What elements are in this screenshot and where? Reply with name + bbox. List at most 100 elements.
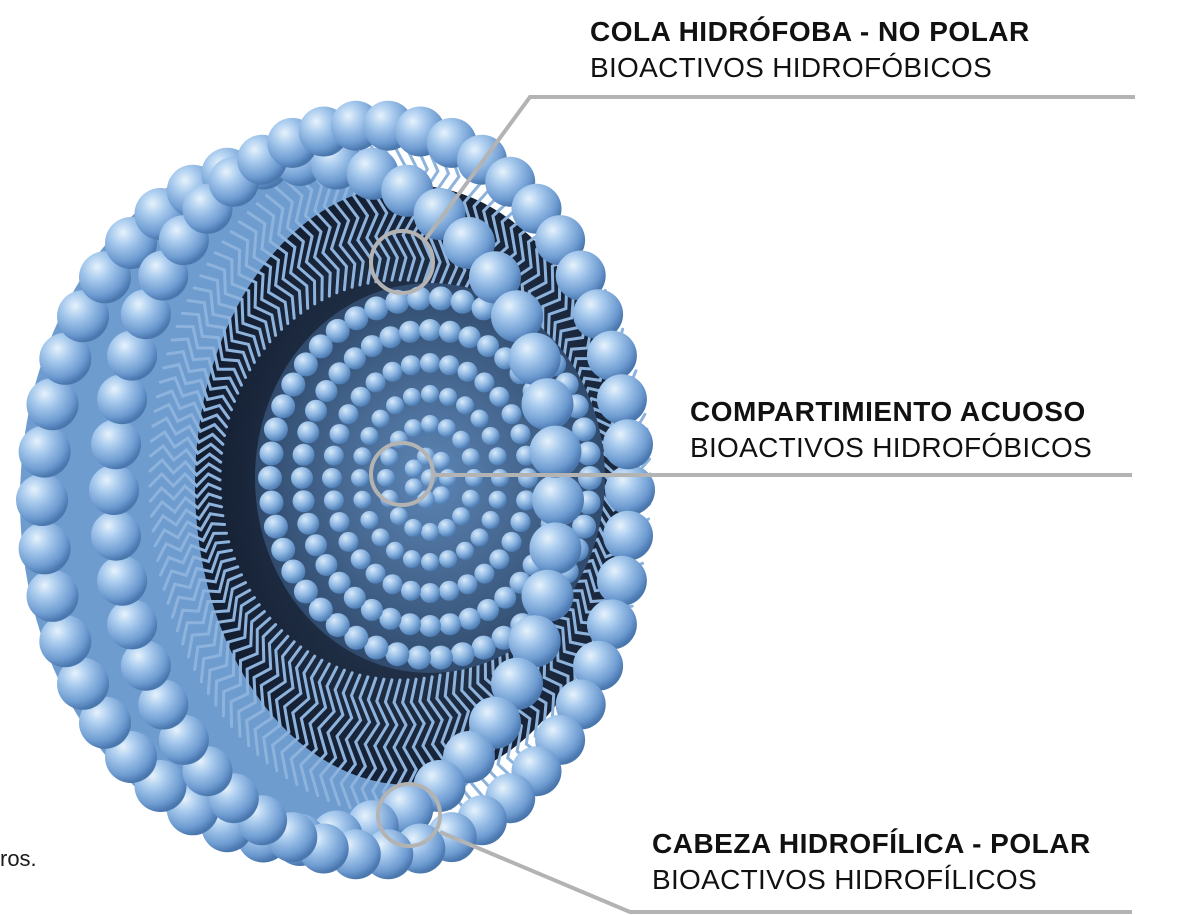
lipid-tail [166,548,233,605]
hydrophilic-heads-outer [16,100,655,880]
inner-head-sphere [470,528,489,547]
lipid-tail [192,286,256,364]
inner-head-sphere [437,419,456,438]
inner-head-sphere [572,417,597,442]
inner-head-sphere [281,372,306,397]
lipid-tail [229,230,284,331]
inner-head-sphere [439,613,461,636]
inner-head-sphere [360,511,379,529]
outer-head-sphere [120,289,171,340]
outer-head-sphere [586,330,637,381]
inner-head-sphere [439,320,461,343]
inner-head-sphere [439,355,460,376]
lipid-tail [150,492,223,518]
inner-head-sphere [421,553,439,571]
lipid-tail [149,443,223,467]
inner-head-sphere [379,326,402,349]
head-highlight-circle [376,782,442,848]
inner-head-sphere [292,490,315,513]
inner-head-sphere [258,466,282,490]
callout-title: COMPARTIMIENTO ACUOSO [690,396,1086,427]
lipid-tail [175,325,243,387]
lipid-tail [151,416,225,446]
lipid-tail [193,588,252,672]
lipid-tail [294,172,332,298]
inner-head-sphere [417,490,435,509]
outer-head-sphere [91,419,141,470]
inner-head-sphere [461,489,480,508]
lipid-tail [349,675,372,813]
outer-head-sphere [603,419,653,470]
lipid-tail [150,430,224,456]
inner-head-sphere [510,512,531,532]
lipid-tail [199,596,256,684]
inner-head-sphere [385,642,410,667]
inner-head-sphere [379,607,402,630]
inner-head-sphere [419,319,441,341]
cropped-text-fragment: ros. [0,846,37,871]
inner-head-sphere [371,409,390,428]
inner-head-sphere [364,296,389,321]
callout-title: COLA HIDRÓFOBA - NO POLAR [590,16,1030,47]
lipid-tail [289,658,324,786]
lipid-tail [171,557,236,619]
lipid-tail [159,531,228,577]
inner-head-sphere [399,320,421,343]
inner-head-sphere [377,469,395,487]
lipid-tail [280,654,317,780]
lipid-tail [166,350,236,403]
outer-head-sphere [491,290,543,343]
inner-head-sphere [489,549,510,570]
inner-head-sphere [315,554,338,576]
lipid-tail [246,211,296,320]
inner-head-sphere [353,447,372,466]
outer-head-sphere [91,510,141,561]
lipid-tail [155,389,228,429]
inner-head-sphere [380,448,399,467]
outer-head-sphere [138,679,189,730]
lipid-tail [181,573,243,646]
inner-head-sphere [474,563,495,584]
lipid-tail [187,581,247,659]
inner-head-sphere [386,541,404,560]
lipid-tail [318,668,346,802]
lipid-tail [381,678,399,817]
inner-head-sphere [271,394,296,419]
lipid-tail [180,311,247,379]
lipid-tail [270,650,310,773]
inner-head-sphere [439,469,457,487]
inner-head-sphere [365,563,386,584]
inner-head-sphere [450,289,475,314]
lipid-tail [255,202,303,315]
outer-head-sphere [586,599,637,650]
inner-head-sphere [350,386,371,407]
inner-head-sphere [477,335,500,358]
inner-head-sphere [470,409,489,428]
inner-head-sphere [402,550,421,569]
inner-head-sphere [481,511,500,529]
inner-head-sphere [343,347,366,370]
inner-head-sphere [344,306,369,331]
lipid-tail [305,167,340,295]
inner-head-sphere [297,421,320,444]
callout-title: CABEZA HIDROFÍLICA - POLAR [652,828,1091,859]
inner-head-sphere [488,447,507,466]
inner-head-sphere [488,490,507,509]
inner-head-sphere [360,598,383,621]
tail-highlight-circle [369,229,435,295]
inner-head-sphere [325,613,350,638]
inner-head-sphere [271,537,296,562]
outer-head-sphere [573,289,624,340]
lipid-tail [175,565,240,633]
inner-head-sphere [328,571,351,594]
lipid-tail [148,471,222,489]
inner-head-sphere [404,459,423,478]
lipid-tail [237,629,284,738]
outer-head-sphere [57,657,109,710]
outer-head-sphere [529,425,582,478]
callout-markers [369,95,1135,914]
inner-head-sphere [437,518,456,537]
inner-head-sphere [404,518,423,537]
lipid-tail [156,522,226,562]
outer-head-sphere [18,522,71,575]
